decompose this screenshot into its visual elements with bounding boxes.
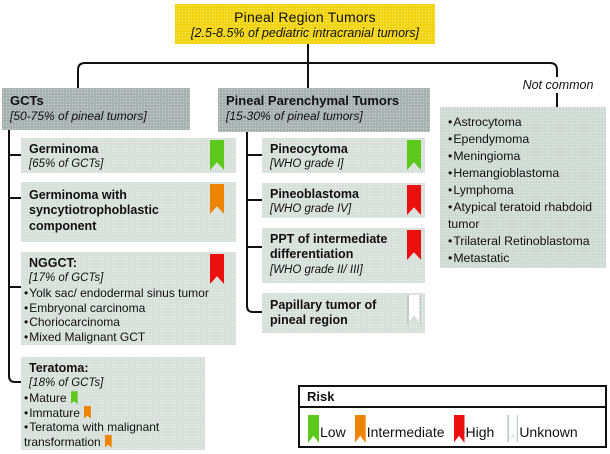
risk-ribbon-unknown-icon [507, 415, 519, 443]
legend-row: Low Intermediate High Unknown [300, 408, 605, 443]
not-common-item: Lymphoma [448, 182, 602, 199]
risk-ribbon-intermediate-icon [83, 405, 91, 419]
teratoma-title: Teratoma: [29, 361, 89, 375]
risk-ribbon-low-icon [407, 140, 421, 170]
risk-ribbon-low-icon [308, 415, 319, 443]
teratoma-subtitle: [18% of GCTs] [29, 377, 104, 390]
nggct-item: Choriocarcinoma [24, 315, 218, 330]
pineocytoma-title: Pineocytoma [270, 142, 348, 156]
root-subtitle: [2.5-8.5% of pediatric intracranial tumo… [191, 26, 419, 40]
teratoma-item-label: Teratoma with malignant transformation [24, 420, 160, 449]
germinoma-title: Germinoma [29, 142, 99, 156]
gcts-header-box: GCTs [50-75% of pineal tumors] [2, 88, 190, 130]
legend-label-high: High [465, 424, 495, 440]
legend-label-low: Low [320, 424, 346, 440]
not-common-label: Not common [512, 77, 604, 93]
nggct-item: Mixed Malignant GCT [24, 330, 218, 345]
teratoma-item: Mature [24, 391, 187, 406]
ppt-title: Pineal Parenchymal Tumors [226, 93, 400, 108]
risk-ribbon-unknown-icon [407, 295, 421, 325]
ppt-header-box: Pineal Parenchymal Tumors [15-30% of pin… [218, 88, 430, 132]
box-germinoma-syncytiotrophoblastic: Germinoma with syncytiotrophoblastic com… [21, 182, 236, 242]
germinoma-sync-title: Germinoma with syncytiotrophoblastic com… [29, 188, 159, 233]
papillary-title: Papillary tumor of pineal region [270, 298, 377, 328]
teratoma-item-label: Immature [29, 405, 80, 420]
not-common-item: Meningioma [448, 148, 602, 165]
ppt-subtitle: [15-30% of pineal tumors] [226, 109, 363, 124]
box-ppt-intermediate-differentiation: PPT of intermediate differentiation [WHO… [262, 228, 425, 283]
nggct-item: Embryonal carcinoma [24, 301, 218, 316]
risk-ribbon-low-icon [70, 391, 78, 405]
risk-legend: Risk Low Intermediate High Unknown [298, 385, 607, 448]
root-box-pineal-region-tumors: Pineal Region Tumors [2.5-8.5% of pediat… [175, 4, 435, 44]
not-common-item: Atypical teratoid rhabdoid tumor [448, 199, 602, 233]
gcts-title: GCTs [10, 93, 44, 108]
pineoblastoma-title: Pineoblastoma [270, 187, 359, 201]
root-title: Pineal Region Tumors [234, 9, 376, 25]
risk-ribbon-intermediate-icon [104, 434, 112, 448]
risk-ribbon-high-icon [407, 185, 421, 215]
teratoma-item: Teratoma with malignant transformation [24, 420, 182, 449]
box-pineoblastoma: Pineoblastoma [WHO grade IV] [262, 183, 425, 218]
risk-ribbon-high-icon [210, 254, 224, 284]
pineoblastoma-subtitle: [WHO grade IV] [270, 203, 352, 216]
box-germinoma: Germinoma [65% of GCTs] [21, 138, 236, 173]
box-pineocytoma: Pineocytoma [WHO grade I] [262, 138, 425, 173]
not-common-item: Hemangioblastoma [448, 165, 602, 182]
not-common-item: Metastatic [448, 250, 602, 267]
risk-ribbon-intermediate-icon [354, 415, 366, 443]
legend-label-unknown: Unknown [519, 424, 578, 440]
not-common-item: Trilateral Retinoblastoma [448, 233, 602, 250]
nggct-title: NGGCT: [29, 256, 77, 270]
teratoma-item: Immature [24, 405, 187, 421]
germinoma-subtitle: [65% of GCTs] [29, 158, 104, 171]
nggct-item: Yolk sac/ endodermal sinus tumor [24, 286, 218, 301]
box-teratoma: Teratoma: [18% of GCTs] Mature Immature … [21, 357, 205, 450]
risk-ribbon-high-icon [453, 415, 465, 443]
not-common-item: Astrocytoma [448, 114, 602, 131]
box-papillary-tumor: Papillary tumor of pineal region [262, 293, 425, 333]
ppt-intermediate-subtitle: [WHO grade II/ III] [270, 263, 363, 276]
ppt-intermediate-title: PPT of intermediate differentiation [270, 232, 388, 262]
legend-label-intermediate: Intermediate [366, 424, 445, 440]
gcts-subtitle: [50-75% of pineal tumors] [10, 109, 147, 124]
risk-ribbon-high-icon [407, 230, 421, 260]
risk-ribbon-low-icon [210, 140, 224, 170]
pineocytoma-subtitle: [WHO grade I] [270, 158, 344, 171]
risk-ribbon-intermediate-icon [210, 184, 224, 214]
not-common-item: Ependymoma [448, 131, 602, 148]
nggct-subtitle: [17% of GCTs] [29, 272, 104, 285]
box-nggct: NGGCT: [17% of GCTs] Yolk sac/ endoderma… [21, 252, 236, 345]
teratoma-item-label: Mature [29, 391, 67, 406]
not-common-box: Astrocytoma Ependymoma Meningioma Hemang… [440, 107, 606, 268]
legend-title: Risk [300, 387, 605, 408]
